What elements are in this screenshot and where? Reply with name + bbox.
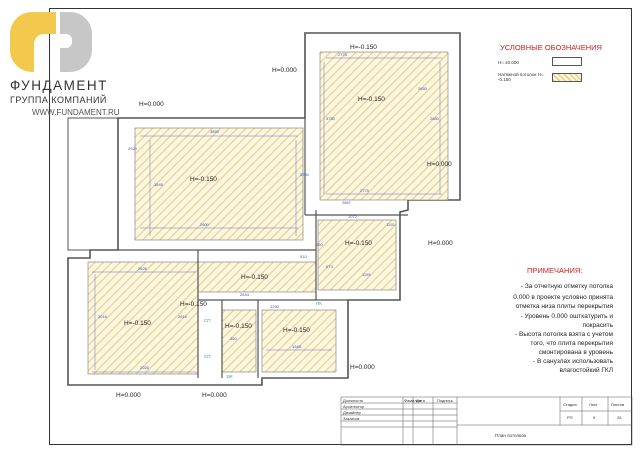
note-line: - За отчетную отметку потолка <box>520 283 613 290</box>
tag-label: СП <box>204 354 210 359</box>
mark-living: Н=-0.150 <box>190 176 217 183</box>
dimension-label: 2920 <box>128 146 138 151</box>
legend-swatch-plain <box>552 57 582 66</box>
mark-corridor: Н=-0.150 <box>225 323 252 330</box>
dimension-label: 350 <box>230 336 237 341</box>
tb-sheet-name: План потолков <box>495 433 526 438</box>
tb-header: Фамилия <box>404 398 421 403</box>
legend-label-1: Натяжной потолок Н= -0.150 <box>498 72 544 82</box>
note-line: того, что плита перекрытия <box>530 340 613 347</box>
dimension-label: 673 <box>326 264 333 269</box>
dimension-label: 2600 <box>200 222 210 227</box>
room-bedroom <box>87 261 199 375</box>
dimension-label: 2615 <box>178 314 188 319</box>
note-line: 0.000 в проекте условно принята <box>513 294 613 301</box>
mark-top-right: Н=-0.150 <box>350 44 377 51</box>
equipment-tags: СП СП ПК ВК <box>204 301 322 379</box>
mark-bath: Н=-0.150 <box>180 301 207 308</box>
dimension-label: 2026 <box>140 365 150 370</box>
room-right-small <box>317 219 397 291</box>
note-line: покрасить <box>582 322 613 329</box>
mark-bath-right: Н=0.000 <box>428 240 453 247</box>
tb-left-label: Архитектор <box>343 404 365 409</box>
mark-bottom-left: Н=0.000 <box>116 392 141 399</box>
legend-label-0: Н= ±0.000 <box>498 60 519 65</box>
dimension-label: 2626 <box>138 266 148 271</box>
tb-right-header: Лист <box>589 402 598 407</box>
tag-label: СП <box>204 318 210 323</box>
note-line: - Высота потолка взята с учетом <box>515 331 613 338</box>
dimension-label: 450 <box>316 242 323 247</box>
tb-left-label: Должность <box>343 398 364 403</box>
legend-swatch-hatch <box>552 73 582 82</box>
dimension-label: 2880 <box>430 116 440 121</box>
room-living <box>134 127 304 241</box>
tb-right-header: Стадия <box>563 402 577 407</box>
note-line: - В санузлах использовать <box>533 358 613 365</box>
tb-left-label: Дизайнер <box>343 410 361 415</box>
dimension-label: 3850 <box>210 129 220 134</box>
dimension-label: 1110 <box>386 222 395 227</box>
notes-title: ПРИМЕЧАНИЯ: <box>527 266 583 275</box>
tag-label: ПК <box>316 301 322 306</box>
tb-right-value: 9 <box>593 415 596 420</box>
dimension-label: 3016 <box>98 314 108 319</box>
dimension-label: 2650 <box>418 86 428 91</box>
mark-right-room: Н=-0.150 <box>358 96 385 103</box>
mark-wc: Н=-0.150 <box>283 327 310 334</box>
mark-upper-left: Н=0.000 <box>139 101 164 108</box>
mark-bedroom: Н=-0.150 <box>124 320 151 327</box>
room-wc <box>221 309 257 373</box>
inner-walls <box>118 118 408 378</box>
dimension-lines <box>92 57 442 373</box>
tag-label: ВК <box>227 374 233 379</box>
tb-left-label: Заказчик <box>343 416 360 421</box>
logo-url: WWW.FUNDAMENT.RU <box>32 108 120 117</box>
tb-right-value: 26 <box>617 415 622 420</box>
company-logo: ФУНДАМЕНТ ГРУППА КОМПАНИЙ WWW.FUNDAMENT.… <box>4 4 144 124</box>
room-top-right <box>319 51 449 201</box>
note-line: отметка низа плиты перекрытия <box>515 303 613 310</box>
sheet-frame <box>49 8 632 445</box>
mark-hall: Н=-0.150 <box>345 240 372 247</box>
note-line: влагостойкий ГКЛ <box>559 367 613 374</box>
title-block <box>340 396 633 446</box>
dimension-label: 1195 <box>362 272 371 277</box>
tb-header: Дата <box>416 398 425 403</box>
dimension-label: 3780 <box>326 116 336 121</box>
tb-header: Подпись <box>437 398 453 403</box>
legend-title: УСЛОВНЫЕ ОБОЗНАЧЕНИЯ <box>500 43 602 52</box>
dimension-label: 1945 <box>292 344 302 349</box>
dimension-label: 3250 <box>300 172 310 177</box>
dimension-label: 1290 <box>270 304 280 309</box>
mark-bottom-mid: Н=0.000 <box>202 392 227 399</box>
dimension-label: 3845 <box>154 182 164 187</box>
dimension-label: 510 <box>300 254 307 259</box>
room-corridor <box>197 261 317 293</box>
dimension-label: 2775 <box>360 188 370 193</box>
dimension-label: 2644 <box>240 292 250 297</box>
mark-right-side: Н=0.000 <box>427 161 452 168</box>
dimension-label: 2867 <box>342 200 352 205</box>
tb-right-header: Листов <box>611 402 624 407</box>
room-bath <box>261 309 337 373</box>
hatched-ceilings <box>87 51 449 375</box>
note-line: - Уровень 0.000 ошткатурить и <box>520 313 613 320</box>
logo-name: ФУНДАМЕНТ <box>10 78 108 93</box>
logo-mark-icon <box>10 12 92 72</box>
dimension-label: 1072 <box>348 214 358 219</box>
elevation-marks: Н=-0.150 Н=0.000 Н=-0.150 Н=0.000 Н=0.00… <box>116 44 453 399</box>
dimension-labels: 2775 3850 2600 3250 3845 2775 3780 2880 … <box>98 52 440 370</box>
mark-small-room: Н=-0.150 <box>241 274 268 281</box>
tb-right-value: РП <box>567 415 573 420</box>
mark-top-corridor: Н=0.000 <box>272 67 297 74</box>
mark-bottom-right: Н=0.000 <box>350 364 375 371</box>
logo-subtitle: ГРУППА КОМПАНИЙ <box>10 95 107 105</box>
dimension-label: 2775 <box>338 52 348 57</box>
note-line: смонтирована в уровень <box>538 349 613 356</box>
